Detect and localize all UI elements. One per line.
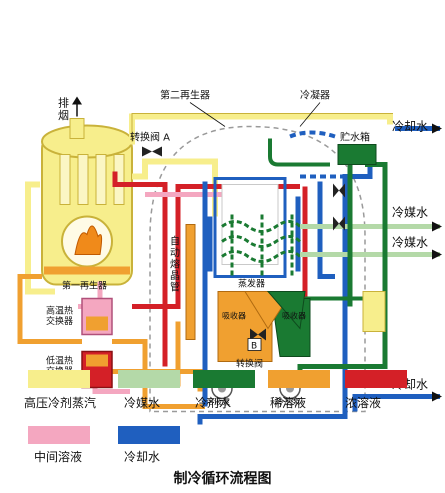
evaporator-label: 蒸发器 xyxy=(238,278,265,290)
valve-b-icon xyxy=(250,328,266,341)
legend-swatch-high-pressure-vapor xyxy=(28,370,90,388)
legend-label-concentrated-solution: 浓溶液 xyxy=(345,396,382,410)
ht-heat-exchanger xyxy=(81,297,113,336)
legend-swatch-intermediate-solution xyxy=(28,426,90,444)
second-generator-label: 第二再生器 xyxy=(160,89,210,102)
absorber-left-label: 吸收器 xyxy=(222,311,246,321)
absorber-right-label: 吸收器 xyxy=(282,311,306,321)
legend-label-refrigerant-water: 冷剂水 xyxy=(195,396,232,410)
valve-chilled-icon xyxy=(333,183,345,231)
diagram-title: 制冷循环流程图 xyxy=(173,471,272,487)
switch-valve-a-label: 转换阀 A xyxy=(130,131,170,144)
condenser-label: 冷凝器 xyxy=(300,89,330,102)
legend-swatch-dilute-solution xyxy=(268,370,330,388)
water-tank xyxy=(337,144,377,165)
ht-heat-exchanger-label: 高温热交换器 xyxy=(46,305,73,327)
legend-swatch-cooling-water xyxy=(118,426,180,444)
chilled-water-out-label: 冷媒水 xyxy=(392,206,428,220)
flame-icon xyxy=(74,225,103,255)
legend-label-refrigerant-water-vapor: 冷媒水 xyxy=(124,396,161,410)
chilled-water-pipes xyxy=(300,224,440,257)
legend-label-dilute-solution: 稀溶液 xyxy=(270,396,307,410)
legend-label-intermediate-solution: 中间溶液 xyxy=(34,450,83,464)
switch-valve-label: 转换阀 xyxy=(236,358,263,370)
absorber-sump xyxy=(217,291,311,362)
exhaust-label-text: 排烟 xyxy=(58,96,69,123)
legend-label-high-pressure-vapor: 高压冷剂蒸汽 xyxy=(24,396,97,410)
first-generator-label: 第一再生器 xyxy=(62,280,107,292)
first-generator-boiler xyxy=(41,124,133,286)
auto-fuse-tube xyxy=(185,224,196,340)
water-tank-label: 贮水箱 xyxy=(340,131,370,144)
exhaust-stack xyxy=(69,118,85,139)
valve-a-icon xyxy=(142,146,162,157)
water-tank-float xyxy=(362,291,386,332)
legend-label-cooling-water: 冷却水 xyxy=(124,450,161,464)
legend-swatch-refrigerant-water-vapor xyxy=(118,370,180,388)
solution-pump-label: 溶液泵 xyxy=(206,397,230,407)
auto-fuse-tube-label: 自动熔晶管 xyxy=(170,235,180,294)
chilled-water-in-label: 冷媒水 xyxy=(392,236,428,250)
legend-swatch-refrigerant-water xyxy=(193,370,255,388)
refrigerant-pump-label: 冷剂泵 xyxy=(276,397,300,407)
legend: 高压冷剂蒸汽 冷媒水 冷剂水 稀溶液 浓溶液 中间溶液 冷却水 xyxy=(0,360,445,465)
flow-arrows xyxy=(432,123,442,402)
lt-heat-exchanger xyxy=(81,350,113,389)
cooling-water-in-label: 冷却水 xyxy=(392,120,428,134)
switch-valve-b-label: B xyxy=(251,342,257,352)
legend-swatch-concentrated-solution xyxy=(345,370,407,388)
evaporator-coils xyxy=(221,214,302,277)
